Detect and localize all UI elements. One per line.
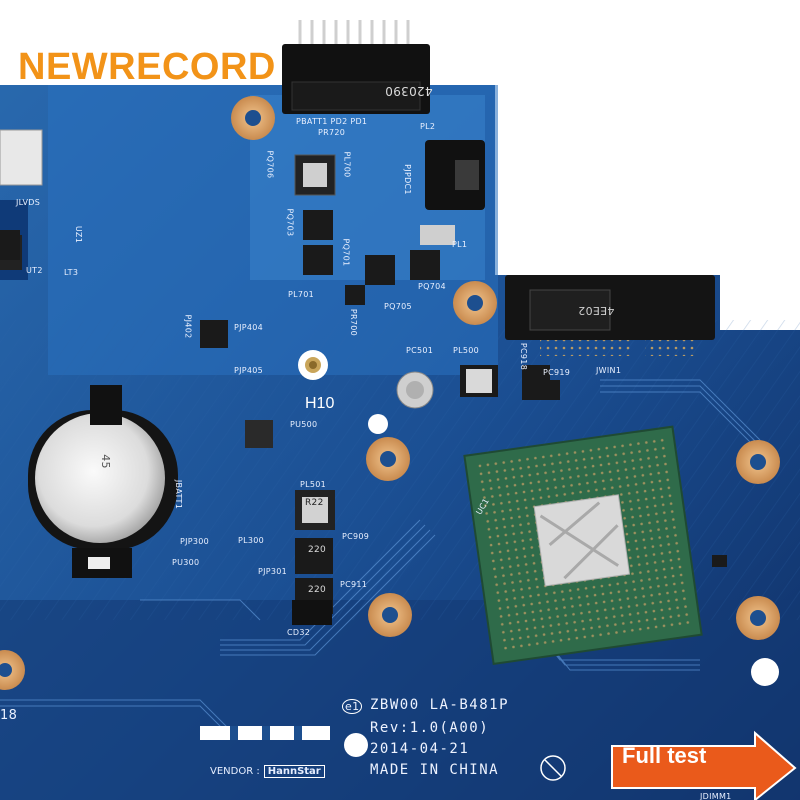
component-label: JDIMM1 (700, 792, 732, 800)
component-label: PJ402 (183, 314, 193, 339)
component-label: PJP301 (258, 567, 288, 576)
board-revision-text: Rev:1.0(A00) (370, 720, 490, 736)
hole-label-h10: H10 (305, 395, 335, 412)
vendor-label: VENDOR :HannStar (210, 765, 325, 778)
inductor-code-1: 220 (308, 545, 327, 555)
component-label: PQ706 (265, 150, 275, 179)
battery-connector (282, 20, 430, 114)
power-components (0, 154, 727, 625)
component-label: PR720 (318, 128, 346, 137)
component-label: CD32 (287, 628, 311, 637)
component-label: PL2 (420, 122, 436, 131)
mounting-pads (0, 96, 780, 690)
component-label: PL700 (342, 151, 352, 178)
component-label: PQ705 (384, 302, 412, 311)
component-label: PC909 (342, 532, 370, 541)
wifi-slot (505, 275, 715, 356)
left-edge-connector (0, 129, 43, 186)
component-label: LT3 (64, 268, 79, 277)
component-label: PL1 (452, 240, 468, 249)
component-label: PBATT1 PD2 PD1 (296, 117, 368, 126)
inductor-code-2: 220 (308, 585, 327, 595)
board-model-text: ZBW00 LA-B481P (370, 697, 510, 713)
component-label: PC911 (340, 580, 368, 589)
full-test-badge: Full test (590, 728, 800, 800)
vendor-name: HannStar (263, 765, 325, 778)
component-label: JBATT1 (174, 479, 184, 510)
component-label: PC501 (406, 346, 434, 355)
arrow-icon (611, 730, 797, 800)
component-label: PU500 (290, 420, 318, 429)
board-date-text: 2014-04-21 (370, 741, 470, 757)
component-label: PL300 (238, 536, 265, 545)
component-label: JLVDS (16, 198, 41, 207)
component-label: PJP300 (180, 537, 210, 546)
full-test-text: Full test (622, 743, 707, 768)
inductor-code-3: R22 (305, 498, 324, 508)
component-label: PJP405 (234, 366, 264, 375)
brand-logo-text: NEWRECORD (18, 46, 276, 88)
slot-code: 4EE02 (578, 304, 615, 317)
board-origin-text: MADE IN CHINA (370, 762, 500, 778)
component-label: PJPDC1 (402, 164, 412, 195)
component-label: UZ1 (74, 225, 84, 244)
component-label: PQ704 (418, 282, 446, 291)
component-label: PJP404 (234, 323, 264, 332)
component-label: PL500 (453, 346, 480, 355)
vendor-prefix: VENDOR : (210, 766, 260, 777)
component-label: JWIN1 (596, 366, 622, 375)
coin-cell-mark: 45 (98, 454, 112, 469)
circle-mark-text: e1 (342, 699, 363, 714)
component-label: PU300 (172, 558, 200, 567)
component-label: PR700 (349, 308, 359, 337)
edge-number: 18 (0, 708, 18, 723)
cmos-battery (28, 385, 178, 578)
component-label: PL701 (288, 290, 315, 299)
cpu-chip (463, 425, 703, 665)
component-label: PC918 (519, 342, 529, 371)
component-label: PL501 (300, 480, 327, 489)
connector-code: 420390 (385, 84, 433, 98)
component-label: PQ701 (341, 238, 351, 267)
component-label: PC919 (543, 368, 571, 377)
component-label: PQ703 (285, 208, 295, 237)
component-label: UT2 (26, 266, 43, 275)
